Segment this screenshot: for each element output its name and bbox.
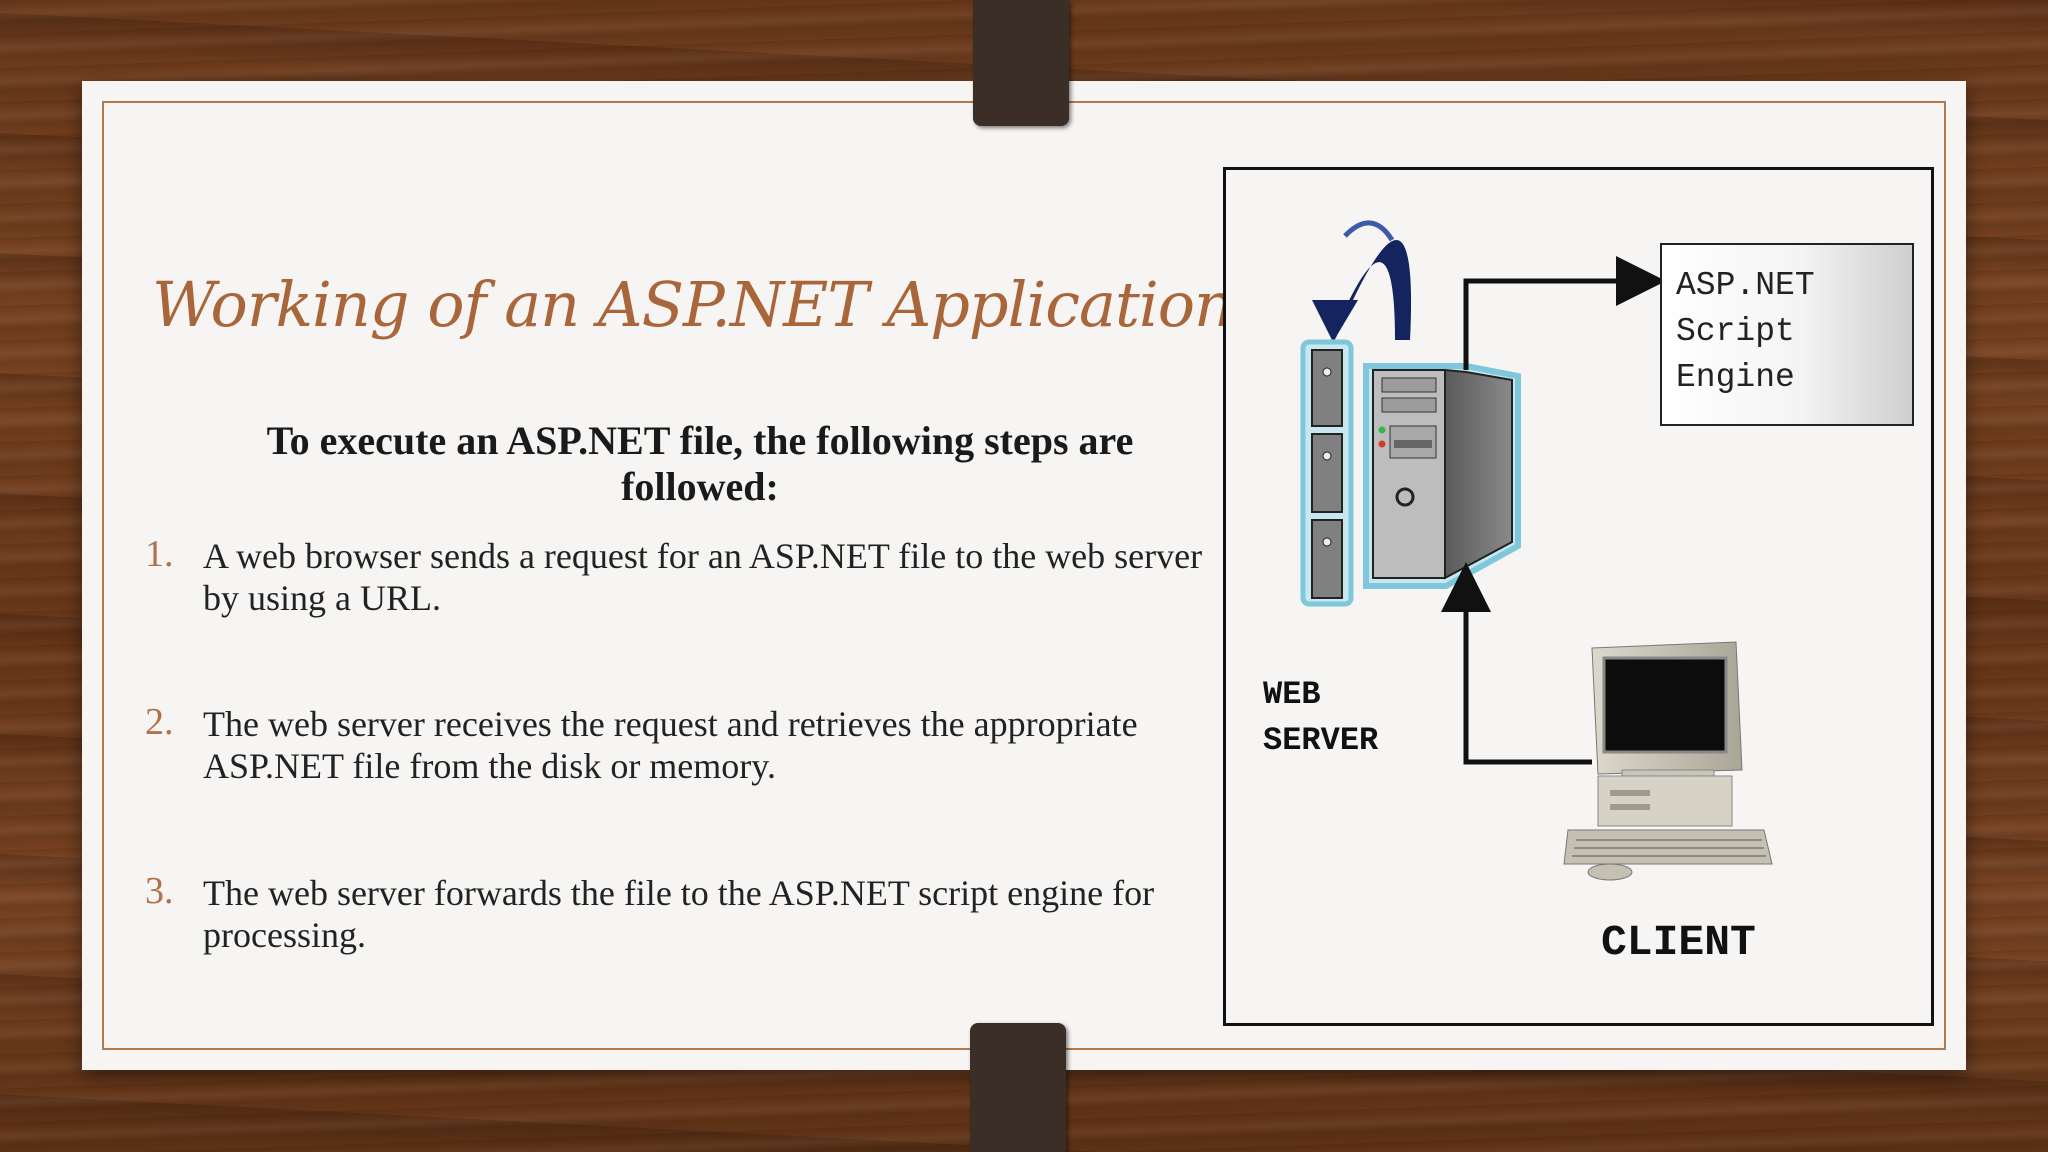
engine-label-line: ASP.NET [1676,267,1815,304]
step-text: A web browser sends a request for an ASP… [203,536,1203,618]
server-tower-icon [1363,363,1521,589]
flow-arrows [1441,256,1666,765]
engine-label-line: Engine [1676,359,1795,396]
web-server-label-line: WEB [1263,676,1321,713]
step-number: 2. [145,701,174,743]
web-server-label: WEB SERVER [1263,672,1378,764]
step-number: 3. [145,870,174,912]
web-server-label-line: SERVER [1263,722,1379,759]
engine-label-line: Script [1676,313,1795,350]
step-text: The web server forwards the file to the … [203,873,1155,955]
slide-subtitle: To execute an ASP.NET file, the followin… [266,418,1134,509]
script-engine-box: ASP.NET Script Engine [1660,243,1914,426]
step-number: 1. [145,533,174,575]
bottom-clip [970,1023,1066,1152]
loop-arrow-icon [1312,220,1412,342]
step-text: The web server receives the request and … [203,704,1138,786]
slide-title: Working of an ASP.NET Application [152,268,1234,341]
client-computer-icon [1563,641,1773,881]
client-label: CLIENT [1601,918,1756,967]
top-clip [973,0,1069,126]
server-rack-icon [1300,339,1354,607]
